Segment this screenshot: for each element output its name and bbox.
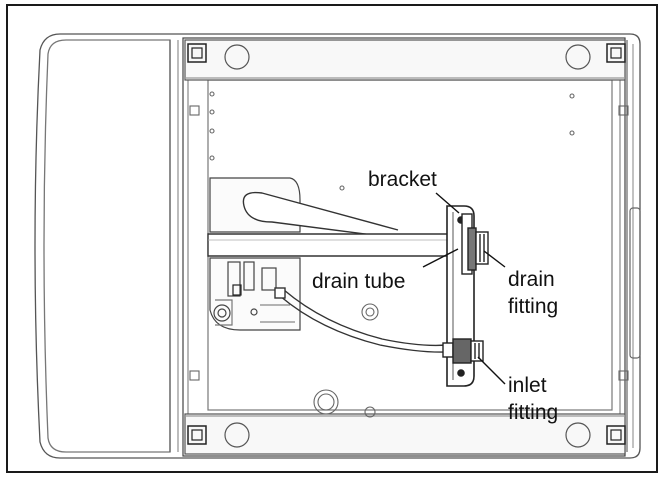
inlet-hose xyxy=(274,287,448,353)
drain-fitting-label-line2: fitting xyxy=(508,295,558,318)
bracket-label: bracket xyxy=(368,168,437,191)
leader-lines xyxy=(422,192,506,385)
drain-fitting-leader xyxy=(483,250,506,268)
bottom-rail xyxy=(184,413,626,455)
inlet-fitting-label-line1: inlet xyxy=(508,374,547,397)
curved-pipe xyxy=(242,191,399,239)
outer-housing xyxy=(34,33,641,459)
inlet-fitting-shape xyxy=(442,338,484,364)
drain-tube-label: drain tube xyxy=(312,270,405,293)
right-side-rail xyxy=(626,40,641,452)
drain-fitting-shape xyxy=(461,213,489,275)
chassis-holes xyxy=(189,91,629,418)
drain-fitting-label-line1: drain xyxy=(508,268,555,291)
bracket-leader xyxy=(435,192,460,214)
drain-tube-leader xyxy=(422,248,459,268)
top-rail xyxy=(184,39,626,81)
inlet-fitting-label-line2: fitting xyxy=(508,401,558,424)
drain-tube-shape xyxy=(207,233,460,257)
inlet-fitting-leader xyxy=(477,356,506,385)
